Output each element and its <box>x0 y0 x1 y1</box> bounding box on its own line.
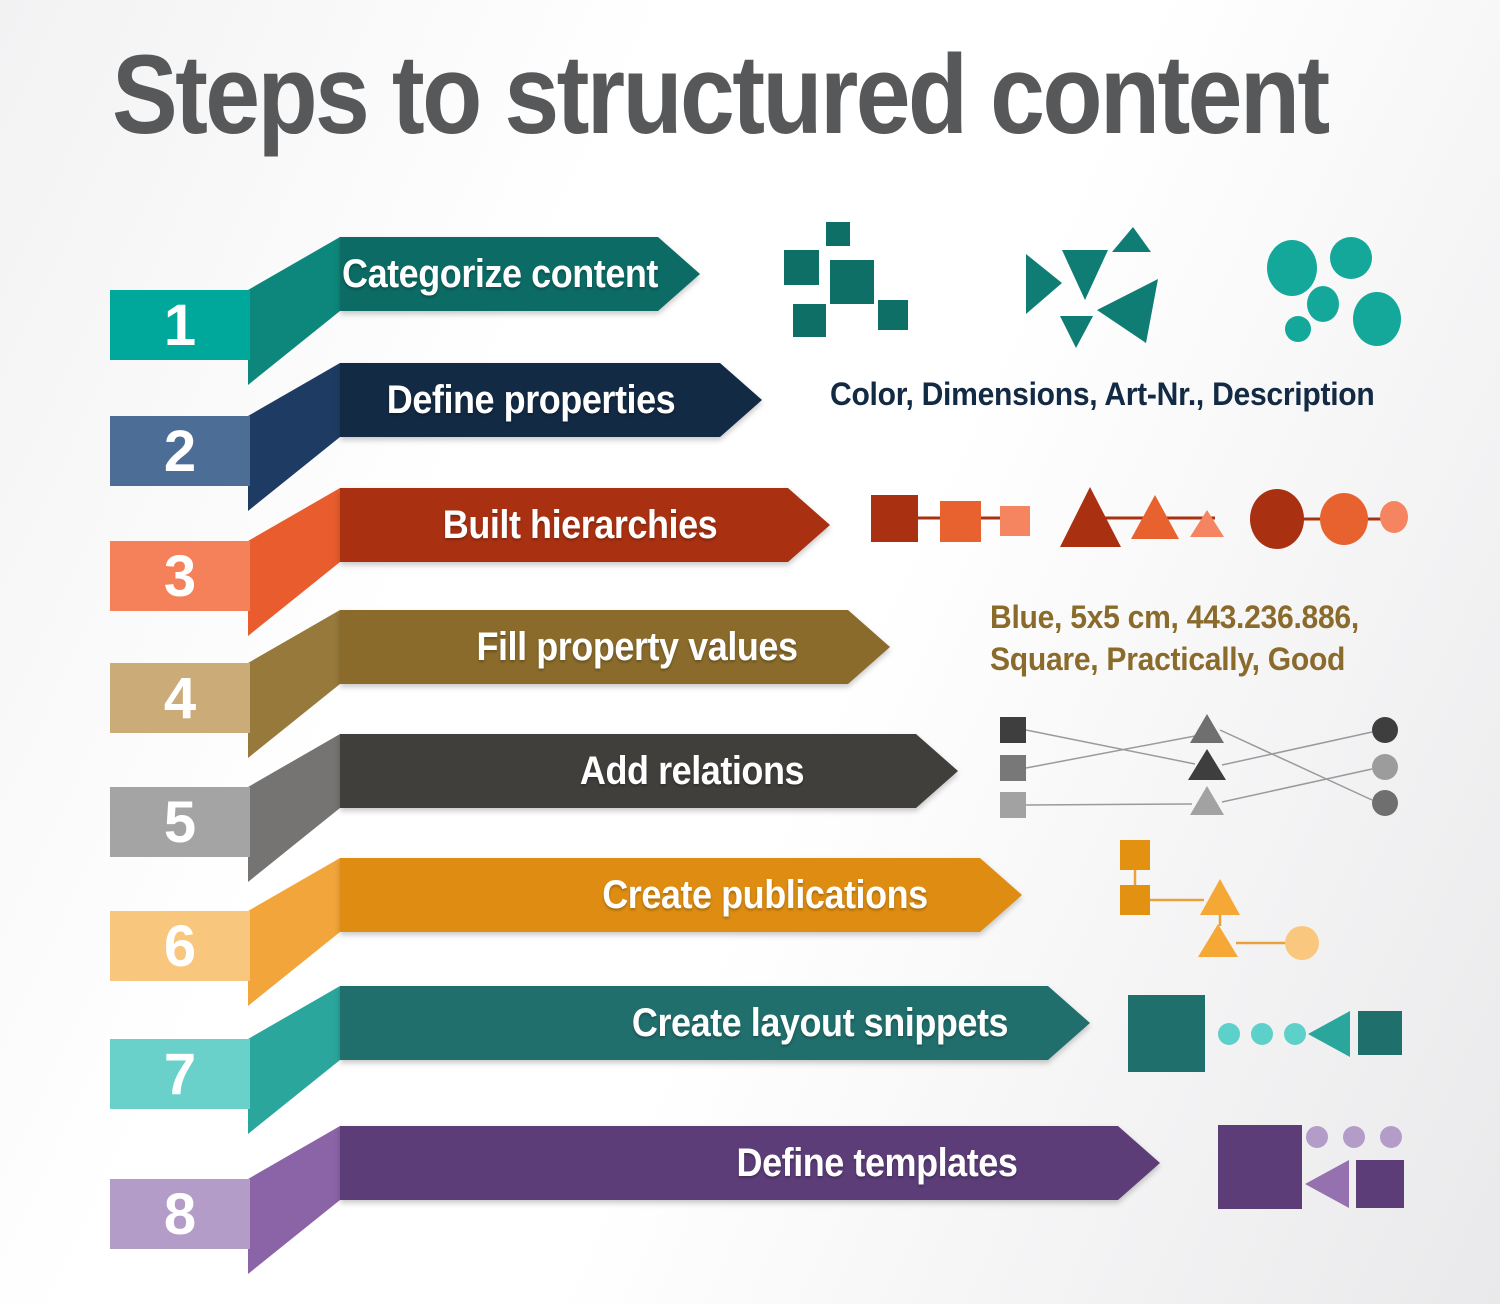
step-5-label: Add relations <box>579 749 805 793</box>
layout-snippet-shapes-icon <box>1128 995 1402 1072</box>
step-1-number: 1 <box>163 292 197 358</box>
step-3-number-box: 3 <box>110 541 250 611</box>
step-4-label: Fill property values <box>476 625 798 669</box>
step-6-number-box: 6 <box>110 911 250 981</box>
step-4-annotation-line-1: Blue, 5x5 cm, 443.236.886, <box>990 599 1359 635</box>
page-title: Steps to structured content <box>112 32 1330 157</box>
step-4-number-box: 4 <box>110 663 250 733</box>
step-7-fold <box>248 986 340 1134</box>
step-7-label: Create layout snippets <box>631 1001 1009 1045</box>
template-shapes-icon <box>1218 1125 1404 1209</box>
step-4-annotation-line-2: Square, Practically, Good <box>990 641 1346 677</box>
step-6: 6 Create publications <box>0 840 1500 1013</box>
step-8-label: Define templates <box>736 1141 1018 1185</box>
step-7: 7 Create layout snippets <box>0 986 1500 1141</box>
step-4-number: 4 <box>163 665 197 731</box>
step-8-number-box: 8 <box>110 1179 250 1249</box>
teal-circles-cluster-icon <box>1267 237 1401 346</box>
step-3-label: Built hierarchies <box>442 503 718 547</box>
relations-network-icon <box>1000 714 1398 818</box>
step-4-annotation: Blue, 5x5 cm, 443.236.886, Square, Pract… <box>990 596 1359 680</box>
step-1-banner: Categorize content <box>340 237 700 311</box>
step-8-banner: Define templates <box>340 1126 1160 1200</box>
step-5-number: 5 <box>163 789 197 855</box>
step-2-label: Define properties <box>386 378 676 422</box>
teal-triangles-cluster-icon <box>1026 227 1158 348</box>
step-7-number: 7 <box>163 1041 197 1107</box>
step-5-banner: Add relations <box>340 734 958 808</box>
step-8-number: 8 <box>163 1181 197 1247</box>
step-2-annotation: Color, Dimensions, Art-Nr., Description <box>830 376 1375 412</box>
step-6-label: Create publications <box>602 873 928 917</box>
step-3-number: 3 <box>163 543 197 609</box>
step-1-label: Categorize content <box>342 252 658 296</box>
step-2-banner: Define properties <box>340 363 762 437</box>
step-4-banner: Fill property values <box>340 610 890 684</box>
publication-tree-icon <box>1120 840 1319 960</box>
triangles-size-hierarchy-icon <box>1060 487 1224 547</box>
step-7-number-box: 7 <box>110 1039 250 1109</box>
step-6-banner: Create publications <box>340 858 1022 932</box>
step-1: 1 Categorize content <box>0 222 1500 392</box>
teal-squares-cluster-icon <box>784 222 908 337</box>
step-2: 2 Define properties Color, Dimensions, A… <box>0 363 1500 518</box>
step-2-number-box: 2 <box>110 416 250 486</box>
step-8-fold <box>248 1126 340 1274</box>
circles-size-hierarchy-icon <box>1250 489 1408 549</box>
step-4: 4 Fill property values Blue, 5x5 cm, 443… <box>0 599 1500 765</box>
step-6-number: 6 <box>163 913 197 979</box>
step-3-banner: Built hierarchies <box>340 488 830 562</box>
step-2-number: 2 <box>163 418 197 484</box>
step-8: 8 Define templates <box>0 1125 1500 1281</box>
step-1-number-box: 1 <box>110 290 250 360</box>
step-7-banner: Create layout snippets <box>340 986 1090 1060</box>
step-3: 3 Built hierarchies <box>0 487 1500 643</box>
step-5-number-box: 5 <box>110 787 250 857</box>
squares-size-hierarchy-icon <box>871 495 1030 542</box>
step-5: 5 Add relations <box>0 714 1500 889</box>
